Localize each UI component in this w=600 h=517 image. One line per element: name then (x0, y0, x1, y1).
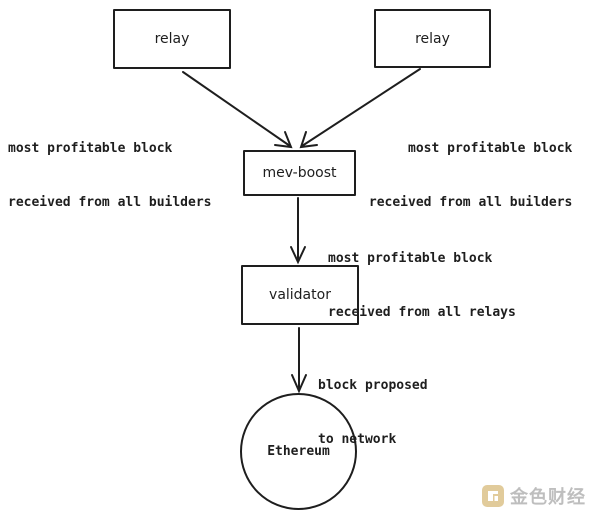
validator-node: validator (241, 265, 359, 325)
edge-label-proposed-line-1: block proposed (318, 378, 428, 393)
relay-right-label: relay (415, 30, 450, 47)
arrow-head-left (274, 131, 293, 149)
edge-label-relays: most profitable block received from all … (328, 214, 516, 340)
edge-label-relays-line-2: received from all relays (328, 305, 516, 320)
relay-left-label: relay (154, 31, 190, 47)
arrow-relay-right-to-mev-boost (301, 68, 421, 147)
validator-label: validator (269, 287, 331, 303)
mev-boost-label: mev-boost (262, 165, 337, 181)
mev-boost-node: mev-boost (243, 150, 356, 196)
ethereum-node: Ethereum (240, 393, 357, 510)
arrow-head-validator (290, 246, 306, 265)
edge-label-left: most profitable block received from all … (8, 104, 212, 230)
edge-label-left-line-1: most profitable block (8, 141, 173, 156)
arrow-head-ethereum (291, 374, 307, 394)
watermark-text: 金色财经 (510, 487, 586, 508)
ethereum-label: Ethereum (267, 444, 330, 459)
edge-label-relays-line-1: most profitable block (328, 251, 493, 266)
edge-label-proposed-line-2: to network (318, 432, 397, 447)
edge-label-right: most profitable block received from all … (362, 104, 573, 230)
edge-label-right-line-1: most profitable block (408, 141, 573, 156)
relay-right-node: relay (374, 9, 491, 68)
arrow-head-right (299, 131, 318, 149)
edge-label-proposed: block proposed to network (318, 341, 428, 467)
watermark: 金色财经 (482, 483, 586, 509)
gold-logo-icon (482, 485, 504, 507)
edge-label-left-line-2: received from all builders (8, 195, 212, 210)
edge-label-right-line-2: received from all builders (368, 195, 573, 210)
relay-left-node: relay (113, 9, 231, 69)
arrow-relay-left-to-mev-boost (182, 71, 291, 147)
